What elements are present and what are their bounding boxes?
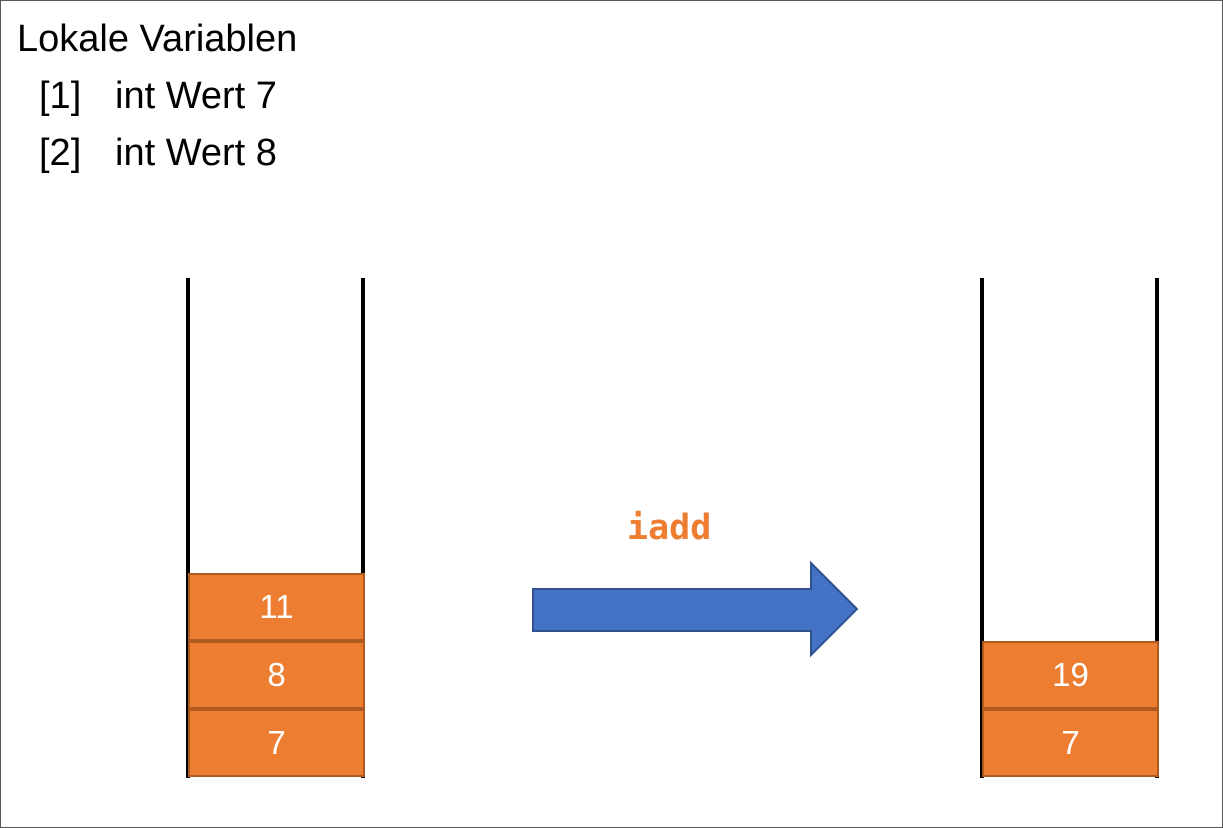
local-variable-2-index: [2] (39, 132, 82, 174)
local-variables-title: Lokale Variablen (17, 18, 298, 60)
stack-after-cell-top: 19 (982, 641, 1159, 709)
stack-before-left-wall (186, 278, 190, 778)
stack-after-left-wall (980, 278, 984, 778)
stack-before-cell-bottom: 7 (188, 709, 365, 777)
local-variable-2: [2] int Wert 8 (17, 125, 297, 182)
local-variable-1: [1] int Wert 7 (17, 68, 297, 125)
stack-before-cell-top: 11 (188, 573, 365, 641)
operation-label: iadd (627, 508, 712, 548)
right-arrow-icon (532, 561, 859, 658)
arrow-shape (532, 561, 859, 658)
stack-before-cell-middle: 8 (188, 641, 365, 709)
local-variable-1-text: int Wert 7 (115, 75, 277, 117)
stack-after-cell-bottom: 7 (982, 709, 1159, 777)
local-variable-2-text: int Wert 8 (115, 132, 277, 174)
local-variable-1-index: [1] (39, 75, 82, 117)
stack-before-right-wall (361, 278, 365, 778)
local-variables: Lokale Variablen [1] int Wert 7 [2] int We… (17, 11, 297, 182)
stack-after-right-wall (1155, 278, 1159, 778)
